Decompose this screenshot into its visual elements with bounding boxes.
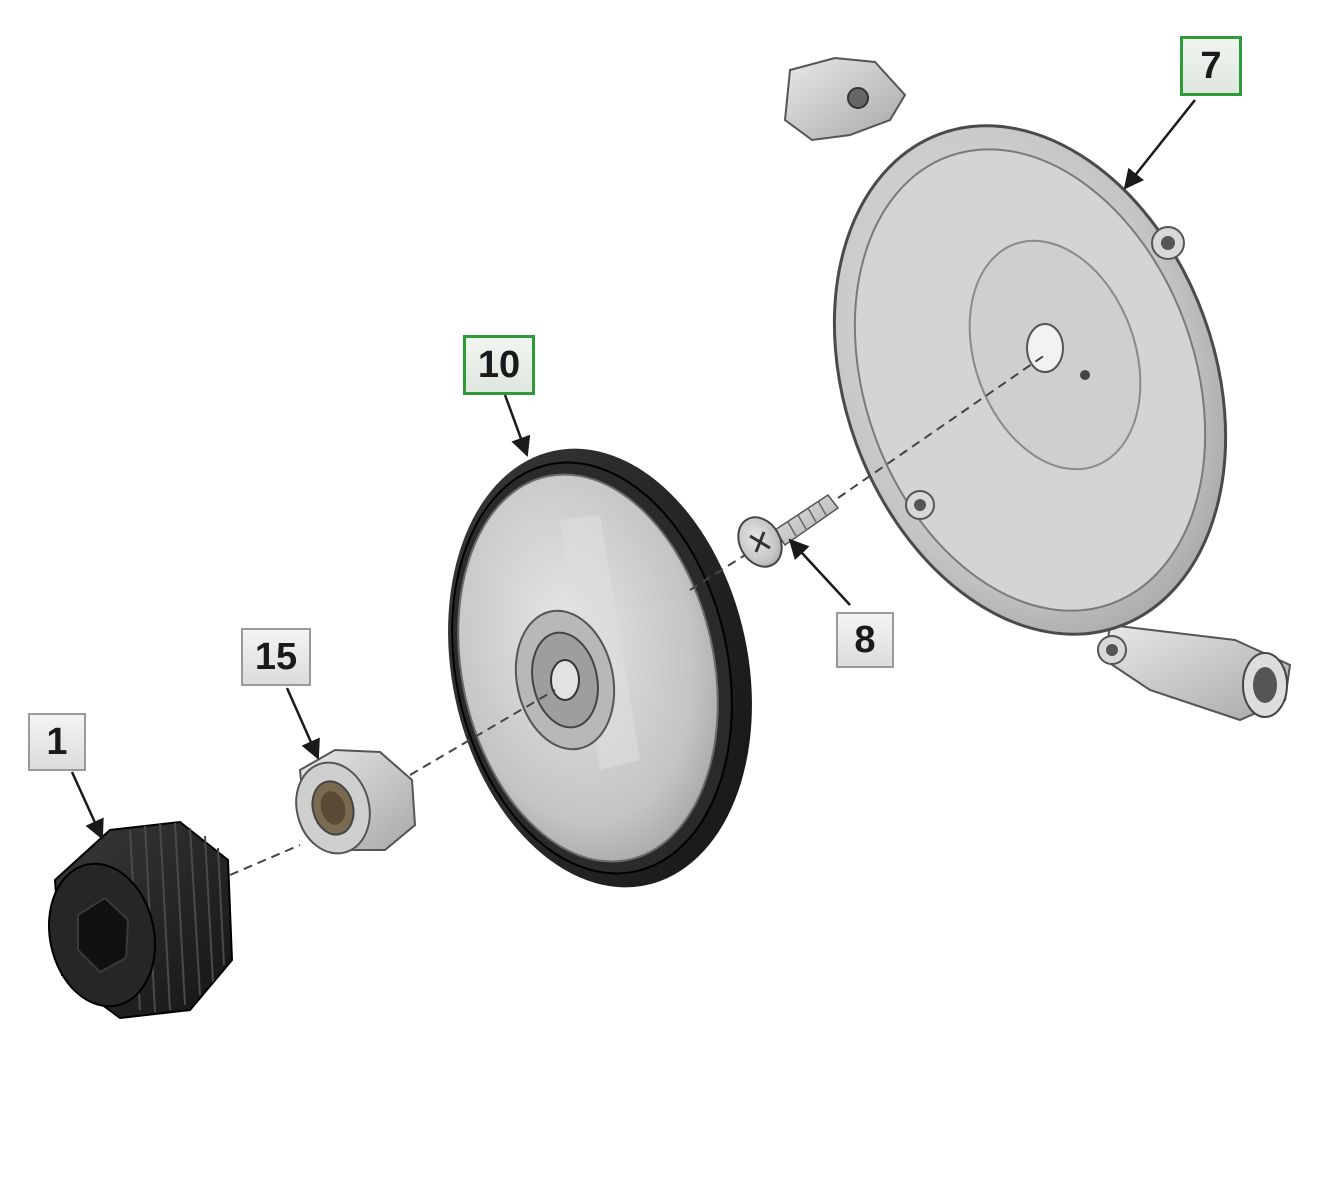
assembly-axis-lines [229, 354, 1046, 876]
impeller-disc-part-10 [448, 448, 752, 888]
leader-arrow-15 [285, 687, 320, 760]
housing-cover-part-7 [783, 56, 1292, 722]
axis-cap-to-nut [229, 844, 301, 876]
leader-arrow-8 [788, 538, 851, 606]
callout-1: 1 [28, 713, 86, 771]
axis-nut-to-disc [409, 689, 556, 776]
leader-arrow-1 [70, 771, 104, 840]
leader-arrows [70, 99, 1196, 840]
callout-7: 7 [1180, 36, 1242, 96]
callout-15: 15 [241, 628, 311, 686]
callout-10: 10 [463, 335, 535, 395]
screw-part-8 [737, 493, 840, 568]
hex-nut-part-15 [295, 748, 417, 855]
axis-screw-to-housing [837, 354, 1046, 499]
axis-disc-to-screw [689, 554, 746, 591]
leader-arrow-7 [1123, 99, 1196, 190]
leader-arrow-10 [503, 394, 531, 457]
callout-8: 8 [836, 612, 894, 668]
knurled-cap-part-1 [47, 820, 234, 1020]
